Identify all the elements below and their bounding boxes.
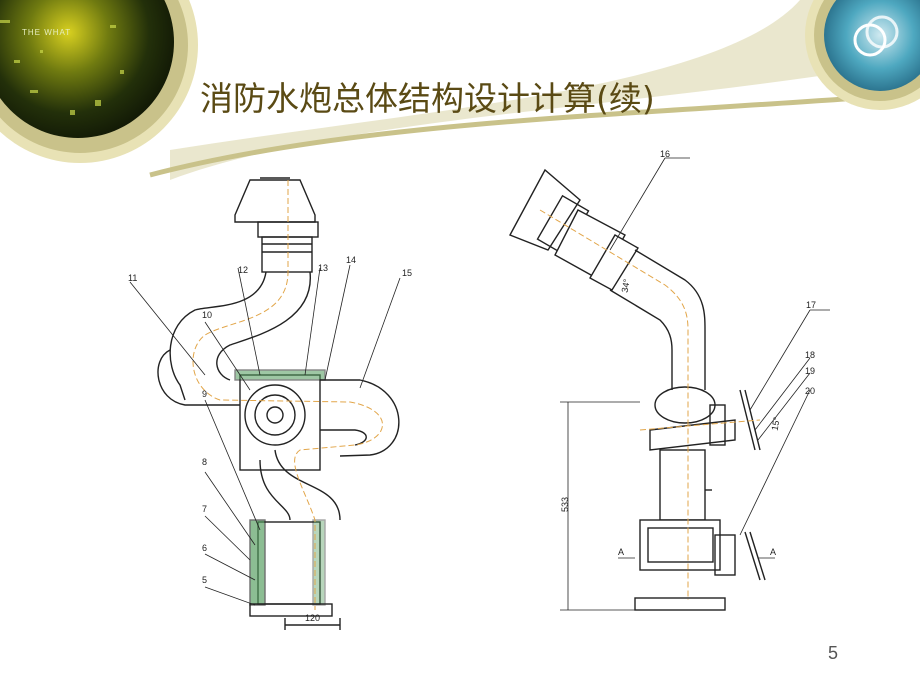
right-technical-drawing: 16 17 18 19 20 34° 15° 533 A A <box>509 149 830 611</box>
section-a-left: A <box>618 547 624 557</box>
callout-10: 10 <box>202 310 212 320</box>
callout-11: 11 <box>128 273 137 283</box>
dimension-120: 120 <box>305 613 320 623</box>
angle-15: 15° <box>770 416 782 432</box>
callout-15: 15 <box>402 268 412 278</box>
callout-13: 13 <box>318 263 328 273</box>
callout-7: 7 <box>202 504 207 514</box>
left-technical-drawing: 11 12 13 14 15 10 9 8 7 6 5 120 <box>128 177 412 630</box>
callout-19: 19 <box>805 366 815 376</box>
banner-text: THE WHAT <box>22 28 71 37</box>
callout-6: 6 <box>202 543 207 553</box>
callout-14: 14 <box>346 255 356 265</box>
angle-34: 34° <box>620 278 632 294</box>
callout-9: 9 <box>202 389 207 399</box>
callout-20: 20 <box>805 386 815 396</box>
callout-16: 16 <box>660 149 670 159</box>
section-a-right: A <box>770 547 776 557</box>
callout-17: 17 <box>806 300 816 310</box>
slide-title: 消防水炮总体结构设计计算(续) <box>200 79 655 118</box>
page-number: 5 <box>828 643 839 663</box>
header-decoration: THE WHAT <box>0 0 920 180</box>
height-533: 533 <box>560 497 570 512</box>
callout-5: 5 <box>202 575 207 585</box>
callout-8: 8 <box>202 457 207 467</box>
callout-12: 12 <box>238 265 248 275</box>
callout-18: 18 <box>805 350 815 360</box>
